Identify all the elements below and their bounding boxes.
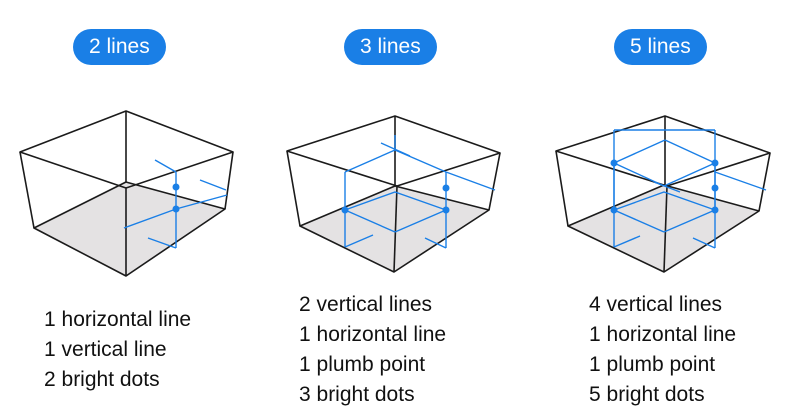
- bright-dots: [610, 159, 719, 214]
- feature-item: 1 plumb point: [589, 353, 716, 376]
- feature-list: 2 vertical lines 1 horizontal line 1 plu…: [299, 290, 446, 410]
- bright-dot: [442, 206, 450, 214]
- floor-plane: [568, 185, 759, 272]
- cube-diagram: [286, 115, 501, 273]
- bright-dot: [341, 206, 349, 214]
- panel-2-lines: 2 lines 1 horizontal line 1 vertical lin…: [0, 0, 260, 411]
- cube-diagram: [19, 110, 234, 277]
- bright-dot: [711, 206, 719, 214]
- feature-item: 1 horizontal line: [299, 323, 447, 346]
- bright-dots: [341, 184, 450, 214]
- bright-dot: [172, 183, 180, 191]
- cube-diagram: [555, 115, 771, 273]
- feature-item: 3 bright dots: [299, 383, 415, 406]
- feature-list: 1 horizontal line 1 vertical line 2 brig…: [44, 305, 191, 395]
- mode-badge: 3 lines: [344, 29, 437, 65]
- feature-item: 5 bright dots: [589, 383, 705, 406]
- feature-item: 1 horizontal line: [589, 323, 737, 346]
- bright-dot: [711, 184, 719, 192]
- feature-item: 1 horizontal line: [44, 308, 192, 331]
- mode-badge: 5 lines: [614, 29, 707, 65]
- feature-item: 2 bright dots: [44, 368, 160, 391]
- horizontal-laser-line: [613, 191, 716, 211]
- feature-list: 4 vertical lines 1 horizontal line 1 plu…: [589, 290, 736, 410]
- horizontal-laser-line: [344, 191, 447, 211]
- panel-3-lines: 3 lines: [265, 0, 525, 411]
- laser-lines: [613, 129, 767, 249]
- bright-dot: [711, 159, 719, 167]
- bright-dot: [172, 205, 180, 213]
- mode-badge: 2 lines: [73, 29, 166, 65]
- bright-dot: [610, 159, 618, 167]
- panel-5-lines: 5 lines: [530, 0, 790, 411]
- feature-item: 1 plumb point: [299, 353, 426, 376]
- feature-item: 2 vertical lines: [299, 293, 433, 316]
- feature-item: 1 vertical line: [44, 338, 167, 361]
- bright-dots: [172, 183, 180, 213]
- bright-dot: [610, 206, 618, 214]
- cube-top-face: [555, 115, 771, 187]
- feature-item: 4 vertical lines: [589, 293, 723, 316]
- bright-dot: [442, 184, 450, 192]
